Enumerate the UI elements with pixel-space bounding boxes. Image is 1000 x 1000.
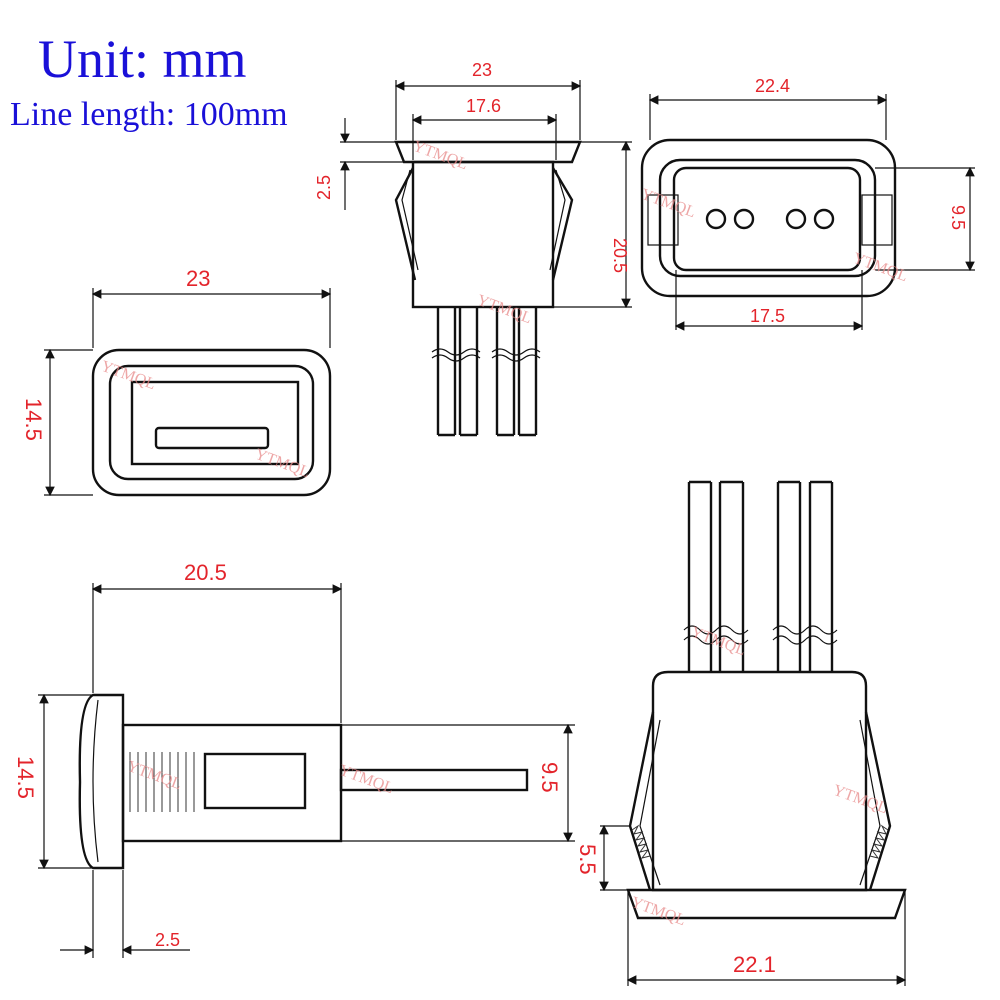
- view-front-elevation: 23 17.6 2.5 20.5 YTMQL YTMQL: [314, 60, 632, 437]
- watermark: YTMQL: [337, 762, 396, 797]
- watermark: YTMQL: [851, 250, 910, 285]
- unit-title: Unit: mm: [38, 29, 247, 89]
- dim-face-width: 23: [186, 266, 210, 291]
- view-face: 23 14.5 YTMQL YTMQL: [21, 266, 332, 497]
- watermark: YTMQL: [629, 894, 688, 929]
- watermark: YTMQL: [99, 358, 158, 393]
- dim-back-height: 5.5: [575, 844, 600, 875]
- dim-side-flange: 2.5: [155, 930, 180, 950]
- dim-rear-width: 22.4: [755, 76, 790, 96]
- dim-front-inner-width: 17.6: [466, 96, 501, 116]
- dim-front-height: 20.5: [610, 238, 630, 273]
- dim-rear-inner-width: 17.5: [750, 306, 785, 326]
- dim-front-outer-width: 23: [472, 60, 492, 80]
- watermark: YTMQL: [253, 446, 312, 481]
- dim-side-height: 14.5: [13, 756, 38, 799]
- line-length-label: Line length: 100mm: [10, 96, 288, 133]
- view-rear: 22.4 17.5 9.5 YTMQL YTMQL: [639, 76, 975, 331]
- dim-face-height: 14.5: [21, 398, 46, 441]
- view-back-elevation: 5.5 22.1 YTMQL YTMQL YTMQL: [575, 480, 907, 986]
- dim-side-tail: 9.5: [537, 762, 562, 793]
- dim-back-width: 22.1: [733, 952, 776, 977]
- dim-front-flange: 2.5: [314, 175, 334, 200]
- view-side: 20.5 14.5 9.5 2.5 YTMQL YTMQL: [13, 560, 575, 958]
- dim-rear-height: 9.5: [948, 205, 968, 230]
- dim-side-length: 20.5: [184, 560, 227, 585]
- watermark: YTMQL: [689, 624, 748, 659]
- watermark: YTMQL: [475, 292, 534, 327]
